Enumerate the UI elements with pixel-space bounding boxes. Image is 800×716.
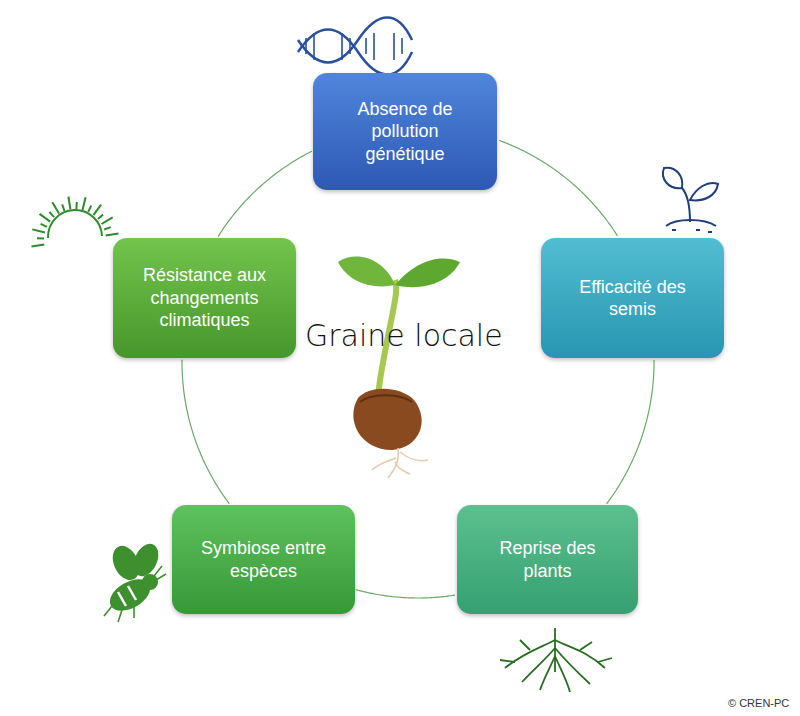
roots-icon [500,628,612,692]
process-box: Absence de pollution génétique [313,73,497,190]
process-box: Efficacité des semis [541,238,724,358]
sun-icon [32,197,119,247]
cycle-arc [218,151,312,236]
dna-icon [298,18,412,75]
cycle-arc [182,360,229,504]
cycle-arc [607,360,654,504]
center-title: Graine locale [305,318,503,353]
copyright-note: © CREN-PC [728,697,789,709]
box-label: Symbiose entre espèces [198,537,330,582]
box-label: Efficacité des semis [568,276,698,321]
box-label: Reprise des plants [492,537,604,582]
cycle-arc [356,590,455,598]
bee-icon [104,540,166,622]
process-box: Reprise des plants [457,505,638,614]
seedling-illustration [338,257,460,478]
sprout-icon [663,168,718,232]
process-box: Résistance aux changements climatiques [113,238,296,358]
box-label: Résistance aux changements climatiques [129,264,281,332]
cycle-arc [499,140,617,235]
box-label: Absence de pollution génétique [350,98,460,166]
process-box: Symbiose entre espèces [172,505,355,614]
